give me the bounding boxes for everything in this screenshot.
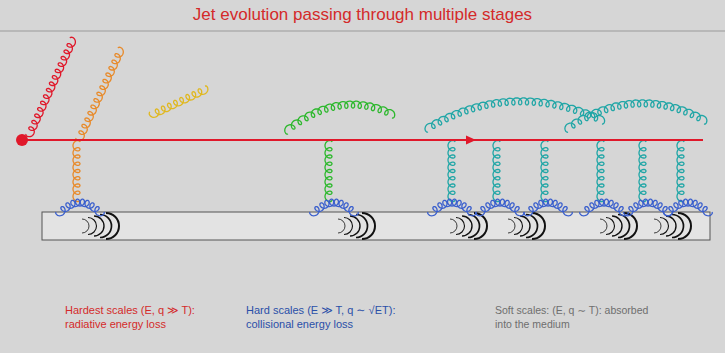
- sound-arc: [474, 213, 487, 239]
- gluon-coil: [310, 199, 359, 216]
- sound-arc: [520, 216, 530, 236]
- sound-arc: [678, 213, 691, 239]
- sound-waves: [82, 213, 691, 239]
- scale-note: Soft scales: (E, q ∼ T): absorbed into t…: [495, 303, 655, 331]
- sound-arc: [532, 213, 545, 239]
- sound-arc: [660, 218, 669, 235]
- sound-arc: [82, 219, 89, 233]
- gluon-coil: [285, 101, 395, 134]
- gluon-coil: [677, 141, 684, 202]
- sound-arc: [606, 218, 615, 235]
- sound-arc: [468, 215, 480, 238]
- gluon-coil: [56, 199, 105, 216]
- scale-note: Hard scales (E ≫ T, q ∼ √ET): collisiona…: [246, 303, 441, 331]
- sound-arc: [106, 213, 119, 239]
- sound-arc: [654, 219, 661, 233]
- gluon-coil: [325, 141, 332, 202]
- gluon-coil: [425, 98, 605, 132]
- sound-arc: [362, 213, 375, 239]
- scale-note: Hardest scales (E, q ≫ T): radiative ene…: [65, 303, 230, 331]
- sound-arc: [456, 218, 465, 235]
- sound-arc: [508, 219, 515, 233]
- sound-arc: [612, 216, 622, 236]
- slide-title: Jet evolution passing through multiple s…: [0, 5, 725, 25]
- gluon-coil: [73, 141, 80, 202]
- gluon-coil: [448, 141, 455, 202]
- gluon-coil: [565, 100, 707, 132]
- gluon-coil: [524, 199, 573, 216]
- gluon-coil: [476, 199, 525, 216]
- gluon-coil: [580, 199, 629, 216]
- gluon-coil: [639, 141, 646, 202]
- jet-line: [22, 139, 703, 141]
- sound-arc: [94, 216, 104, 236]
- jet-arrowhead: [466, 136, 476, 145]
- sound-arc: [338, 219, 345, 233]
- gluon-coil: [597, 141, 604, 202]
- gluon-coil: [541, 141, 548, 202]
- jet-origin: [16, 134, 28, 146]
- sound-arc: [462, 216, 472, 236]
- title-rule: [0, 31, 725, 32]
- gluon-coil: [428, 199, 477, 216]
- sound-arc: [514, 218, 523, 235]
- sound-arc: [600, 219, 607, 233]
- sound-arc: [450, 219, 457, 233]
- gluon-lines: [26, 37, 712, 216]
- medium-bar: [42, 212, 710, 240]
- gluon-coil: [664, 199, 713, 216]
- sound-arc: [350, 216, 360, 236]
- gluon-coil: [76, 47, 123, 141]
- gluon-coil: [26, 37, 76, 137]
- sound-arc: [666, 216, 676, 236]
- sound-arc: [356, 215, 368, 238]
- gluon-coil: [493, 141, 500, 202]
- sound-arc: [672, 215, 684, 238]
- sound-arc: [88, 218, 97, 235]
- sound-arc: [624, 213, 637, 239]
- sound-arc: [526, 215, 538, 238]
- sound-arc: [618, 215, 630, 238]
- sound-arc: [344, 218, 353, 235]
- gluon-coil: [149, 86, 208, 118]
- gluon-coil: [624, 199, 673, 216]
- sound-arc: [100, 215, 112, 238]
